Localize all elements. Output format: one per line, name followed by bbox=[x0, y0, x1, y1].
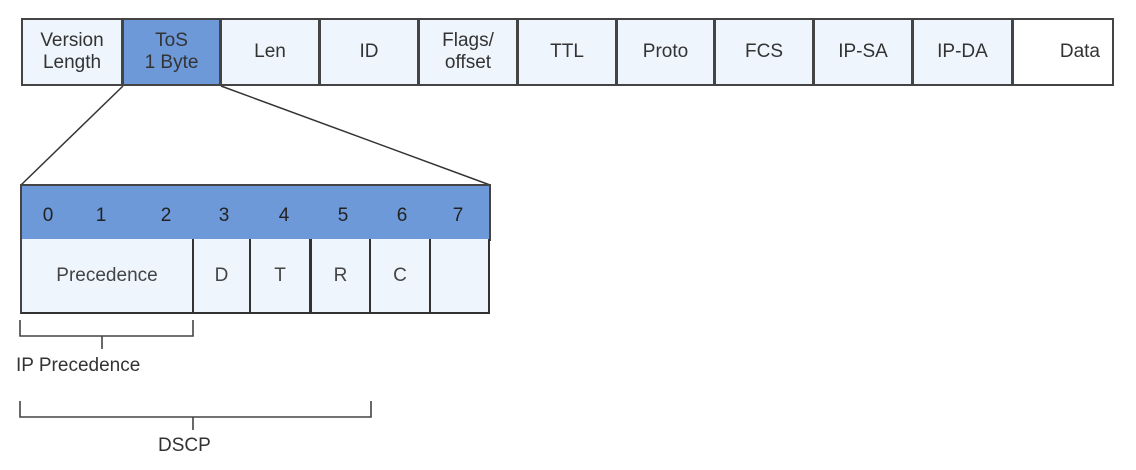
bit-number: 7 bbox=[452, 205, 464, 226]
expand-line-right bbox=[220, 85, 491, 186]
dscp-bracket bbox=[19, 401, 372, 430]
field-label: Proto bbox=[642, 41, 689, 62]
field-label: Len bbox=[254, 41, 286, 62]
field-fcs: FCS bbox=[714, 18, 814, 86]
field-label: TTL bbox=[550, 41, 584, 62]
field-len: Len bbox=[220, 18, 320, 86]
bit-field-label: T bbox=[274, 264, 286, 286]
bit-field-r: R bbox=[310, 239, 371, 314]
bit-field-t: T bbox=[249, 239, 311, 314]
bit-number: 4 bbox=[278, 205, 290, 226]
field-id: ID bbox=[319, 18, 419, 86]
field-label: Flags/ offset bbox=[442, 30, 494, 73]
bit-field-unused bbox=[429, 239, 490, 314]
bit-field-label: Precedence bbox=[56, 264, 158, 286]
bit-field-c: C bbox=[369, 239, 431, 314]
field-flags-offset: Flags/ offset bbox=[418, 18, 518, 86]
bit-number: 0 bbox=[42, 205, 54, 226]
field-label: ToS 1 Byte bbox=[144, 30, 199, 73]
bit-number: 2 bbox=[160, 205, 172, 226]
ip-precedence-bracket bbox=[19, 320, 194, 349]
bit-field-label: D bbox=[214, 264, 229, 286]
field-label: IP-DA bbox=[937, 41, 988, 62]
field-data: Data bbox=[1012, 18, 1114, 86]
bit-field-precedence: Precedence bbox=[20, 239, 194, 314]
field-proto: Proto bbox=[616, 18, 715, 86]
field-ttl: TTL bbox=[517, 18, 617, 86]
field-label: Version Length bbox=[40, 30, 104, 73]
field-label: IP-SA bbox=[838, 41, 888, 62]
ip-precedence-label: IP Precedence bbox=[16, 355, 141, 376]
expand-line-left bbox=[20, 85, 124, 186]
bit-field-d: D bbox=[192, 239, 251, 314]
field-label: Data bbox=[1059, 41, 1100, 62]
bit-number: 3 bbox=[218, 205, 230, 226]
bit-number: 5 bbox=[337, 205, 349, 226]
bit-number-header: 0 1 2 3 4 5 6 7 bbox=[20, 184, 491, 241]
field-ip-da: IP-DA bbox=[912, 18, 1013, 86]
field-ip-sa: IP-SA bbox=[813, 18, 913, 86]
field-tos: ToS 1 Byte bbox=[122, 18, 221, 86]
bit-field-label: C bbox=[393, 264, 407, 286]
bit-number: 6 bbox=[396, 205, 408, 226]
field-label: ID bbox=[359, 41, 379, 62]
dscp-label: DSCP bbox=[158, 435, 211, 456]
field-label: FCS bbox=[745, 41, 783, 62]
bit-number: 1 bbox=[95, 205, 107, 226]
bit-field-label: R bbox=[333, 264, 348, 286]
field-version-length: Version Length bbox=[21, 18, 123, 86]
